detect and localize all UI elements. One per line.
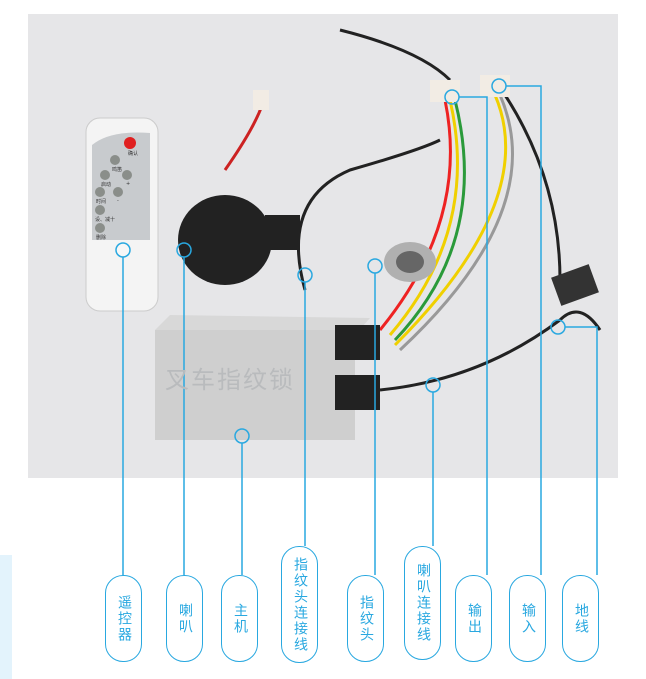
remote-button-label: 设、减十 [95,217,116,223]
callout-output: 输出 [455,575,492,662]
callout-speaker: 喇叭 [166,575,203,662]
callout-fingerprint-head: 指纹头 [347,575,384,662]
remote-button-label: 启动 [101,182,112,188]
callout-fingerprint-cable: 指纹头连接线 [281,546,318,663]
callout-remote: 遥控器 [105,575,142,662]
callout-input: 输入 [509,575,546,662]
callout-host: 主机 [221,575,258,662]
host-box [155,330,355,440]
output-connector [430,80,460,102]
remote-button-label: 时间 [96,199,107,205]
remote-button-label: 删除 [96,235,107,241]
remote-button-label: 确认 [128,151,139,157]
remote-button-label: 鸣笛 [112,167,123,173]
remote-button-label: + [126,181,131,187]
callout-ground: 地线 [562,575,599,662]
speaker [178,195,272,285]
side-strip [0,555,12,679]
remote-button-label: - [117,198,119,204]
product-label: 叉车指纹锁 [165,366,295,394]
callout-speaker-cable: 喇叭连接线 [404,546,441,660]
